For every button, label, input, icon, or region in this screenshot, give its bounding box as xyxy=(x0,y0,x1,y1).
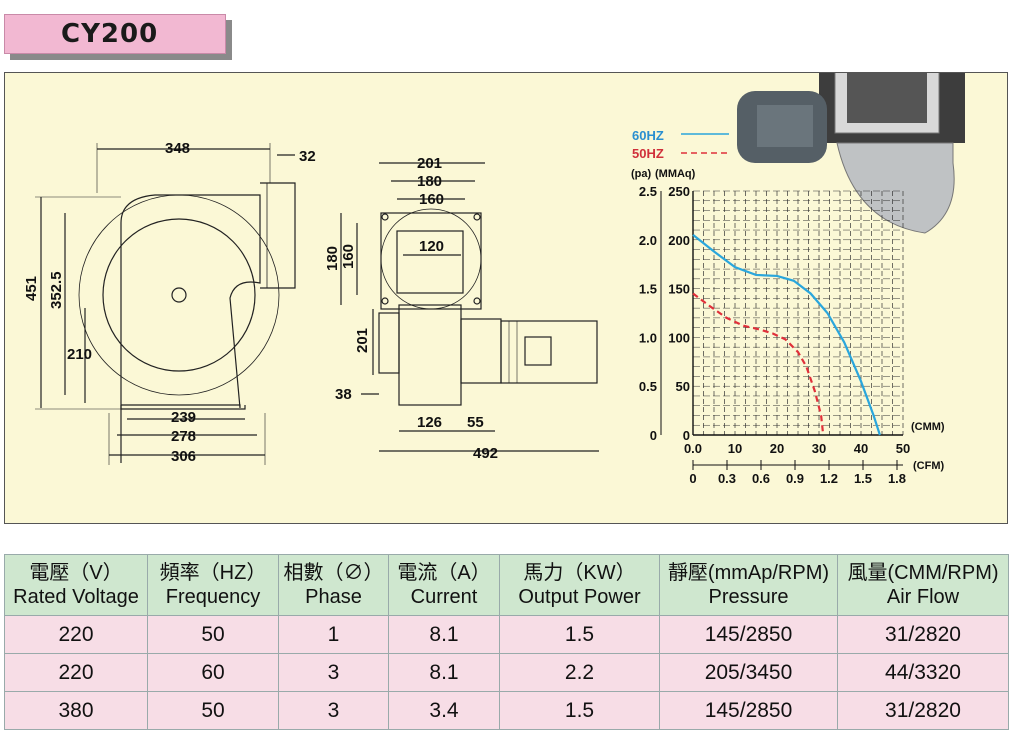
y-tick-label-pa: 50 xyxy=(676,379,690,394)
spec-table: 電壓（V）Rated Voltage 頻率（HZ）Frequency 相數（∅）… xyxy=(4,554,1009,730)
unit-pa: (pa) xyxy=(631,168,652,180)
x-tick-label-cfm: 1.5 xyxy=(854,471,872,486)
y-tick-label-mmaq: 2.5 xyxy=(639,184,657,199)
table-cell: 220 xyxy=(4,653,148,692)
header-air-flow: 風量(CMM/RPM)Air Flow xyxy=(837,554,1009,616)
table-header-row: 電壓（V）Rated Voltage 頻率（HZ）Frequency 相數（∅）… xyxy=(4,554,1009,616)
y-tick-label-pa: 150 xyxy=(668,282,690,297)
y-tick-label-mmaq: 1.0 xyxy=(639,330,657,345)
x-tick-label-cfm: 0 xyxy=(689,471,696,486)
table-cell: 145/2850 xyxy=(659,691,838,730)
header-current: 電流（A）Current xyxy=(388,554,500,616)
unit-mmaq: (MMAq) xyxy=(655,168,696,180)
legend-50hz: 50HZ xyxy=(632,146,664,161)
legend-60hz: 60HZ xyxy=(632,128,664,143)
table-cell: 50 xyxy=(147,615,279,654)
dim-201-top: 201 xyxy=(417,155,442,172)
side-view-dims: 348 32 451 352.5 210 239 278 306 xyxy=(23,140,316,465)
y-tick-label-pa: 100 xyxy=(668,330,690,345)
dim-38: 38 xyxy=(335,386,352,403)
series-line-50hz xyxy=(692,292,825,436)
side-view xyxy=(35,143,296,465)
table-cell: 2.2 xyxy=(499,653,660,692)
x-tick-label-cmm: 40 xyxy=(854,441,868,456)
dim-239: 239 xyxy=(171,409,196,426)
table-cell: 145/2850 xyxy=(659,615,838,654)
table-cell: 3 xyxy=(278,653,389,692)
table-row: 380 50 3 3.4 1.5 145/2850 31/2820 xyxy=(4,691,1009,730)
model-title: CY200 xyxy=(4,14,226,54)
header-pressure: 靜壓(mmAp/RPM)Pressure xyxy=(659,554,838,616)
x-tick-label-cfm: 0.3 xyxy=(718,471,736,486)
y-tick-label-pa: 0 xyxy=(683,428,690,443)
table-cell: 380 xyxy=(4,691,148,730)
table-cell: 44/3320 xyxy=(837,653,1009,692)
dim-32: 32 xyxy=(299,148,316,165)
dim-180-top: 180 xyxy=(417,173,442,190)
y-tick-label-mmaq: 0 xyxy=(650,428,657,443)
table-cell: 60 xyxy=(147,653,279,692)
unit-cfm: (CFM) xyxy=(913,460,944,472)
dim-210: 210 xyxy=(67,346,92,363)
dim-201-left: 201 xyxy=(354,328,371,353)
dim-160-top: 160 xyxy=(419,191,444,208)
table-row: 220 60 3 8.1 2.2 205/3450 44/3320 xyxy=(4,653,1009,692)
y-tick-label-mmaq: 2.0 xyxy=(639,233,657,248)
x-tick-label-cmm: 0.0 xyxy=(684,441,702,456)
header-frequency: 頻率（HZ）Frequency xyxy=(147,554,279,616)
performance-chart: 60HZ 50HZ (pa) (MMAq) (CMM) (CFM) 250200… xyxy=(631,128,945,486)
dim-306: 306 xyxy=(171,448,196,465)
dim-278: 278 xyxy=(171,428,196,445)
table-cell: 1 xyxy=(278,615,389,654)
header-output-power: 馬力（KW）Output Power xyxy=(499,554,660,616)
y-tick-label-pa: 200 xyxy=(668,233,690,248)
dim-160-left: 160 xyxy=(340,244,357,269)
table-cell: 3 xyxy=(278,691,389,730)
y-tick-label-pa: 250 xyxy=(668,184,690,199)
dim-352-5: 352.5 xyxy=(48,271,65,309)
table-row: 220 50 1 8.1 1.5 145/2850 31/2820 xyxy=(4,615,1009,654)
unit-cmm: (CMM) xyxy=(911,421,945,433)
drawing-panel: 348 32 451 352.5 210 239 278 306 xyxy=(4,11,1008,524)
table-cell: 1.5 xyxy=(499,615,660,654)
table-cell: 31/2820 xyxy=(837,691,1009,730)
table-cell: 31/2820 xyxy=(837,615,1009,654)
table-cell: 205/3450 xyxy=(659,653,838,692)
header-phase: 相數（∅）Phase xyxy=(278,554,389,616)
table-cell: 220 xyxy=(4,615,148,654)
y-tick-label-mmaq: 1.5 xyxy=(639,282,657,297)
dim-492: 492 xyxy=(473,445,498,462)
x-tick-label-cmm: 50 xyxy=(896,441,910,456)
table-cell: 3.4 xyxy=(388,691,500,730)
front-view xyxy=(340,162,599,452)
x-tick-label-cfm: 1.2 xyxy=(820,471,838,486)
front-view-dims: 201 180 160 180 160 120 201 38 126 55 49… xyxy=(324,155,498,462)
technical-drawing: 348 32 451 352.5 210 239 278 306 xyxy=(23,11,965,486)
series-line-60hz xyxy=(692,234,881,436)
table-cell: 1.5 xyxy=(499,691,660,730)
dim-120: 120 xyxy=(419,238,444,255)
table-cell: 8.1 xyxy=(388,615,500,654)
x-tick-label-cfm: 1.8 xyxy=(888,471,906,486)
x-tick-label-cfm: 0.9 xyxy=(786,471,804,486)
dim-55: 55 xyxy=(467,414,484,431)
x-tick-label-cmm: 20 xyxy=(770,441,784,456)
table-cell: 8.1 xyxy=(388,653,500,692)
x-tick-label-cfm: 0.6 xyxy=(752,471,770,486)
x-tick-label-cmm: 10 xyxy=(728,441,742,456)
header-voltage: 電壓（V）Rated Voltage xyxy=(4,554,148,616)
blower-photo xyxy=(737,11,965,234)
dim-126: 126 xyxy=(417,414,442,431)
x-tick-label-cmm: 30 xyxy=(812,441,826,456)
y-tick-label-mmaq: 0.5 xyxy=(639,379,657,394)
dim-348: 348 xyxy=(165,140,190,157)
dim-180-left: 180 xyxy=(324,246,341,271)
dim-451: 451 xyxy=(23,276,40,301)
table-cell: 50 xyxy=(147,691,279,730)
